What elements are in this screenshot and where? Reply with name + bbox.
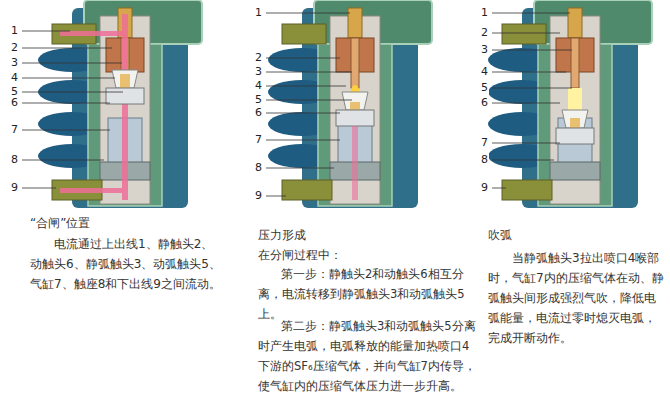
- breaker: [488, 0, 652, 208]
- callout-number: 6: [254, 106, 263, 120]
- callout-number: 9: [254, 189, 263, 203]
- callout-number: 8: [254, 161, 263, 175]
- callout-number: 6: [10, 96, 19, 110]
- callout-number: 8: [10, 153, 19, 167]
- leader-lines-2: [266, 13, 352, 196]
- description-text: 第二步：静弧触头3和动弧触头5分离时产生电弧，电弧释放的能量加热喷口4下游的SF…: [258, 316, 476, 396]
- callout-number: 1: [480, 6, 489, 20]
- callout-number: 2: [480, 26, 489, 40]
- callout-number: 2: [254, 51, 263, 65]
- current-path: [60, 188, 122, 193]
- callout-number: 9: [10, 181, 19, 195]
- callout-number: 4: [10, 71, 19, 85]
- description-text: 电流通过上出线1、静触头2、动触头6、静弧触头3、动弧触头5、气缸7、触座8和下…: [30, 234, 222, 294]
- callout-number: 1: [10, 24, 19, 38]
- moving-contact: [336, 110, 374, 126]
- moving-contact: [556, 128, 594, 144]
- callout-number: 2: [10, 41, 19, 55]
- description-text: 第一步：静触头2和动触头6相互分离，电流转移到静弧触头3和动弧触头5上。: [258, 264, 476, 324]
- callout-number: 5: [254, 93, 263, 107]
- callout-number: 4: [480, 65, 489, 79]
- callout-number: 7: [10, 123, 19, 137]
- current-path: [60, 31, 122, 36]
- callout-number: 5: [480, 81, 489, 95]
- panel-heading: “合闸”位置: [30, 214, 90, 232]
- leader-lines-3: [492, 13, 572, 188]
- callout-number: 8: [480, 153, 489, 167]
- description-text: 当静弧触头3拉出喷口4喉部时，气缸7内的压缩气体在动、静弧触头间形成强烈气吹，降…: [488, 248, 664, 348]
- panel-heading: 吹弧: [488, 226, 512, 244]
- leader-lines: [22, 13, 572, 196]
- callout-number: 3: [480, 43, 489, 57]
- breaker: [268, 0, 432, 208]
- current-path: [122, 14, 128, 200]
- callout-number: 7: [480, 136, 489, 150]
- panel-pressure: [268, 0, 432, 208]
- callout-number: 3: [254, 65, 263, 79]
- leader-lines-1: [22, 31, 123, 188]
- callout-number: 6: [480, 96, 489, 110]
- callout-number: 9: [480, 181, 489, 195]
- callout-number: 1: [254, 6, 263, 20]
- panel-heading: 压力形成: [258, 226, 306, 244]
- callout-number: 7: [254, 133, 263, 147]
- callout-number: 3: [10, 56, 19, 70]
- description-text: 在分闸过程中：: [258, 246, 342, 264]
- moving-contact: [106, 88, 144, 104]
- current-path: [352, 126, 358, 200]
- callout-number: 4: [254, 79, 263, 93]
- panel-blast: [488, 0, 652, 208]
